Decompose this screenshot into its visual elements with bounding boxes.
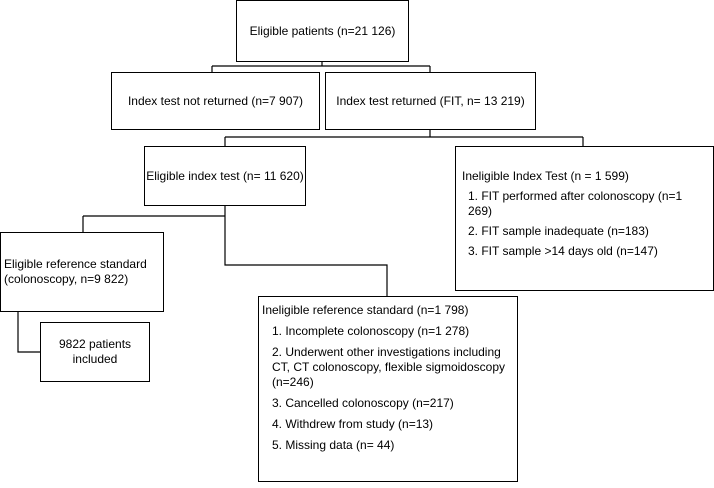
eligible-index-test-box: Eligible index test (n= 11 620) bbox=[144, 146, 306, 206]
patients-included-text: 9822 patients included bbox=[58, 337, 132, 366]
eligible-index-test-text: Eligible index test (n= 11 620) bbox=[146, 168, 304, 183]
eligible-reference-standard-box: Eligible reference standard (colonoscopy… bbox=[0, 232, 164, 312]
connector-eligible-to-split bbox=[211, 62, 431, 72]
ineligible-index-test-item-1: 1. FIT performed after colonoscopy (n=1 … bbox=[468, 189, 683, 218]
ineligible-reference-item-4: 4. Withdrew from study (n=13) bbox=[272, 417, 434, 431]
index-test-not-returned-box: Index test not returned (n=7 907) bbox=[111, 72, 320, 130]
ineligible-index-test-title: Ineligible Index Test (n = 1 599) bbox=[462, 169, 629, 183]
eligible-reference-standard-text: Eligible reference standard (colonoscopy… bbox=[4, 257, 147, 286]
ineligible-reference-standard-box: Ineligible reference standard (n=1 798) … bbox=[258, 296, 518, 482]
ineligible-index-test-box: Ineligible Index Test (n = 1 599) 1. FIT… bbox=[455, 146, 714, 291]
connector-reference-to-included bbox=[17, 312, 40, 353]
ineligible-index-test-item-2: 2. FIT sample inadequate (n=183) bbox=[468, 224, 649, 238]
patients-included-box: 9822 patients included bbox=[40, 322, 150, 382]
eligible-patients-box: Eligible patients (n=21 126) bbox=[236, 0, 409, 62]
eligible-patients-text: Eligible patients (n=21 126) bbox=[249, 23, 396, 38]
ineligible-reference-item-2: 2. Underwent other investigations includ… bbox=[272, 345, 505, 389]
ineligible-index-test-item-3: 3. FIT sample >14 days old (n=147) bbox=[468, 244, 658, 258]
ineligible-reference-item-5: 5. Missing data (n= 44) bbox=[272, 438, 395, 452]
ineligible-reference-item-3: 3. Cancelled colonoscopy (n=217) bbox=[272, 396, 454, 410]
index-test-not-returned-text: Index test not returned (n=7 907) bbox=[127, 93, 304, 108]
index-test-returned-box: Index test returned (FIT, n= 13 219) bbox=[325, 72, 536, 130]
ineligible-reference-standard-title: Ineligible reference standard (n=1 798) bbox=[262, 303, 469, 317]
ineligible-reference-item-1: 1. Incomplete colonoscopy (n=1 278) bbox=[272, 324, 470, 338]
index-test-returned-text: Index test returned (FIT, n= 13 219) bbox=[336, 93, 525, 108]
connector-returned-to-split bbox=[224, 130, 584, 146]
connector-index-to-split bbox=[82, 206, 388, 296]
